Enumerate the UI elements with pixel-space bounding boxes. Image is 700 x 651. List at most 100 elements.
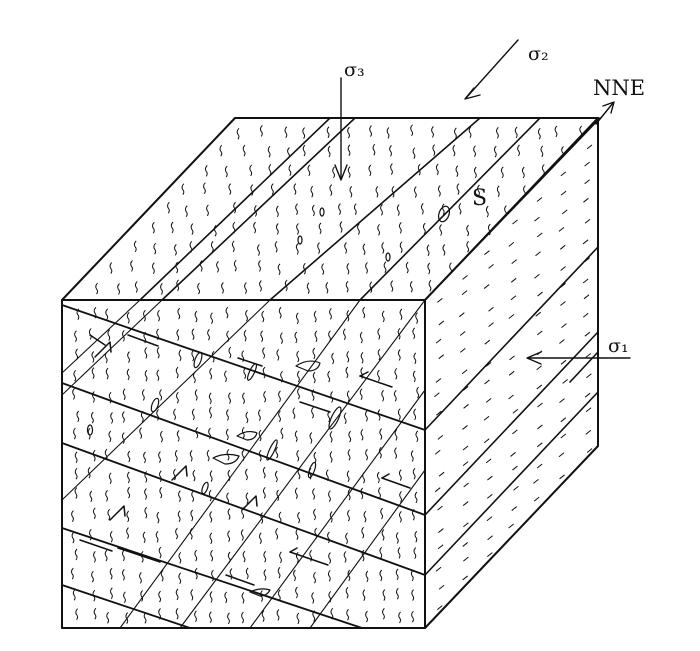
- foliation-mark: [360, 351, 364, 364]
- foliation-mark: [442, 244, 446, 256]
- foliation-mark: [139, 427, 143, 439]
- foliation-mark: [89, 490, 93, 503]
- foliation-dash: [559, 339, 565, 344]
- foliation-mark: [262, 366, 266, 379]
- foliation-mark: [109, 567, 113, 580]
- foliation-mark: [302, 144, 306, 157]
- foliation-dash: [560, 301, 566, 306]
- foliation-mark: [191, 408, 195, 421]
- foliation-mark: [144, 347, 148, 359]
- foliation-mark: [227, 469, 231, 482]
- foliation-mark: [153, 242, 157, 255]
- foliation-dash: [536, 442, 543, 448]
- foliation-mark: [343, 328, 346, 340]
- foliation-mark: [110, 587, 113, 600]
- foliation-mark: [126, 312, 130, 324]
- foliation-dash: [438, 354, 445, 360]
- foliation-mark: [317, 242, 320, 254]
- foliation-mark: [395, 568, 399, 581]
- foliation-mark: [274, 240, 278, 253]
- foliation-mark: [389, 145, 392, 157]
- foliation-dash: [585, 407, 592, 413]
- foliation-mark: [108, 472, 112, 485]
- foliation-mark: [293, 183, 297, 195]
- foliation-mark: [412, 467, 416, 480]
- foliation-mark: [227, 508, 231, 520]
- foliation-mark: [359, 388, 363, 401]
- foliation-mark: [88, 328, 92, 340]
- foliation-mark: [328, 490, 331, 502]
- foliation-dash: [435, 566, 442, 572]
- foliation-dash: [508, 314, 515, 319]
- foliation-mark: [379, 569, 383, 582]
- foliation-mark: [122, 569, 125, 581]
- foliation-mark: [353, 203, 357, 215]
- foliation-mark: [473, 145, 476, 157]
- foliation-mark: [156, 346, 160, 359]
- foliation-mark: [70, 567, 74, 580]
- foliation-dash: [560, 171, 567, 177]
- foliation-dash: [535, 251, 541, 257]
- foliation-mark: [245, 411, 249, 424]
- foliation-mark: [208, 392, 212, 405]
- foliation-mark: [72, 588, 76, 601]
- foliation-mark: [441, 203, 445, 216]
- foliation-mark: [139, 572, 142, 584]
- foliation-mark: [413, 408, 417, 421]
- foliation-mark: [224, 370, 227, 383]
- foliation-mark: [393, 389, 397, 402]
- foliation-mark: [297, 387, 300, 400]
- foliation-dash: [586, 448, 593, 453]
- foliation-mark: [130, 260, 133, 272]
- foliation-mark: [390, 163, 393, 175]
- foliation-mark: [109, 262, 113, 274]
- foliation-mark: [379, 546, 383, 559]
- foliation-mark: [227, 530, 231, 543]
- foliation-dash: [510, 452, 516, 457]
- foliation-mark: [110, 412, 113, 424]
- foliation-mark: [382, 607, 385, 620]
- foliation-dash: [561, 209, 568, 215]
- foliation-dash: [584, 392, 591, 398]
- foliation-mark: [231, 240, 235, 253]
- foliation-dash: [511, 506, 518, 511]
- foliation-mark: [382, 589, 386, 601]
- foliation-mark: [383, 261, 387, 274]
- foliation-mark: [313, 571, 316, 584]
- foliation-mark: [209, 511, 213, 523]
- foliation-mark: [307, 164, 311, 177]
- foliation-mark: [241, 611, 244, 624]
- foliation-dash: [559, 244, 566, 250]
- foliation-mark: [75, 608, 79, 620]
- foliation-mark: [210, 549, 214, 562]
- foliation-dash: [462, 575, 468, 581]
- foliation-mark: [381, 310, 385, 323]
- foliation-mark: [413, 547, 417, 559]
- foliation-mark: [362, 589, 366, 601]
- foliation-dash: [458, 312, 465, 318]
- foliation-mark: [325, 282, 329, 294]
- foliation-mark: [312, 347, 316, 360]
- foliation-mark: [466, 240, 470, 253]
- foliation-mark: [399, 308, 403, 321]
- foliation-mark: [493, 145, 497, 158]
- foliation-mark: [339, 221, 343, 233]
- foliation-mark: [435, 163, 439, 176]
- foliation-mark: [361, 526, 365, 539]
- foliation-mark: [473, 166, 477, 179]
- foliation-mark: [259, 280, 262, 292]
- foliation-mark: [349, 186, 353, 198]
- foliation-mark: [412, 327, 416, 340]
- foliation-mark: [241, 592, 245, 604]
- foliation-mark: [331, 352, 335, 365]
- foliation-mark: [413, 186, 417, 198]
- foliation-mark: [288, 164, 292, 177]
- sigma2-arrow: [464, 39, 519, 100]
- foliation-dash: [487, 475, 493, 481]
- foliation-dash: [485, 361, 492, 367]
- foliation-mark: [194, 389, 198, 401]
- foliation-dash: [536, 463, 543, 469]
- foliation-mark: [91, 351, 95, 363]
- foliation-mark: [345, 280, 349, 293]
- foliation-mark: [160, 283, 163, 295]
